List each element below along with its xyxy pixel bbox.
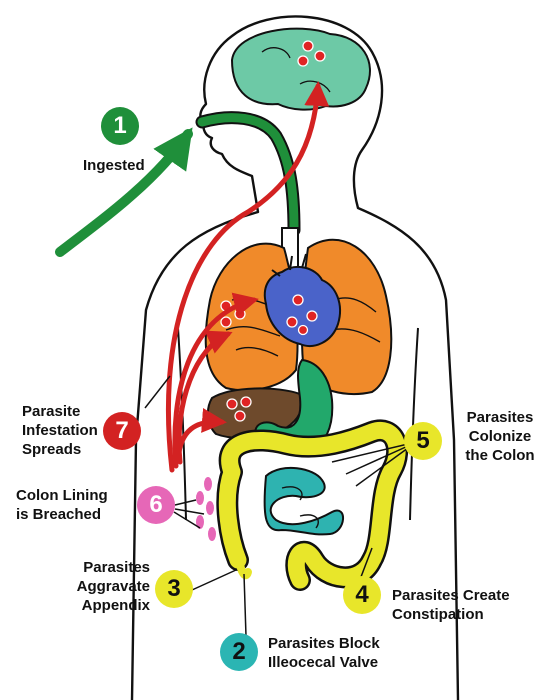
step-4-badge: 4 xyxy=(343,576,381,614)
body-outline xyxy=(130,15,460,700)
brain-parasites xyxy=(297,40,326,67)
breach-marks xyxy=(196,477,216,541)
step-7-badge: 7 xyxy=(103,412,141,450)
ingestion-arrow xyxy=(55,127,193,257)
connector-lines xyxy=(144,375,409,637)
step-6-badge: 6 xyxy=(137,486,175,524)
small-intestine xyxy=(263,466,344,536)
step-6-label: Colon Lining is Breached xyxy=(16,487,108,523)
step-4-label: Parasites Create Constipation xyxy=(392,587,510,623)
step-5-badge: 5 xyxy=(404,422,442,460)
step-5-label: Parasites Colonize the Colon xyxy=(465,409,535,464)
step-3-label: Parasites Aggravate Appendix xyxy=(76,559,150,614)
step-2-badge: 2 xyxy=(220,633,258,671)
spread-arrows xyxy=(165,81,330,473)
step-1-badge: 1 xyxy=(101,107,139,145)
step-2-label: Parasites Block Illeocecal Valve xyxy=(268,635,380,671)
step-3-badge: 3 xyxy=(155,570,193,608)
step-7-label: Parasite Infestation Spreads xyxy=(22,403,98,458)
heart xyxy=(263,265,341,347)
step-1-label: Ingested xyxy=(83,157,145,174)
brain xyxy=(230,27,371,111)
liver-parasites xyxy=(226,396,252,422)
heart-parasites xyxy=(286,294,318,336)
